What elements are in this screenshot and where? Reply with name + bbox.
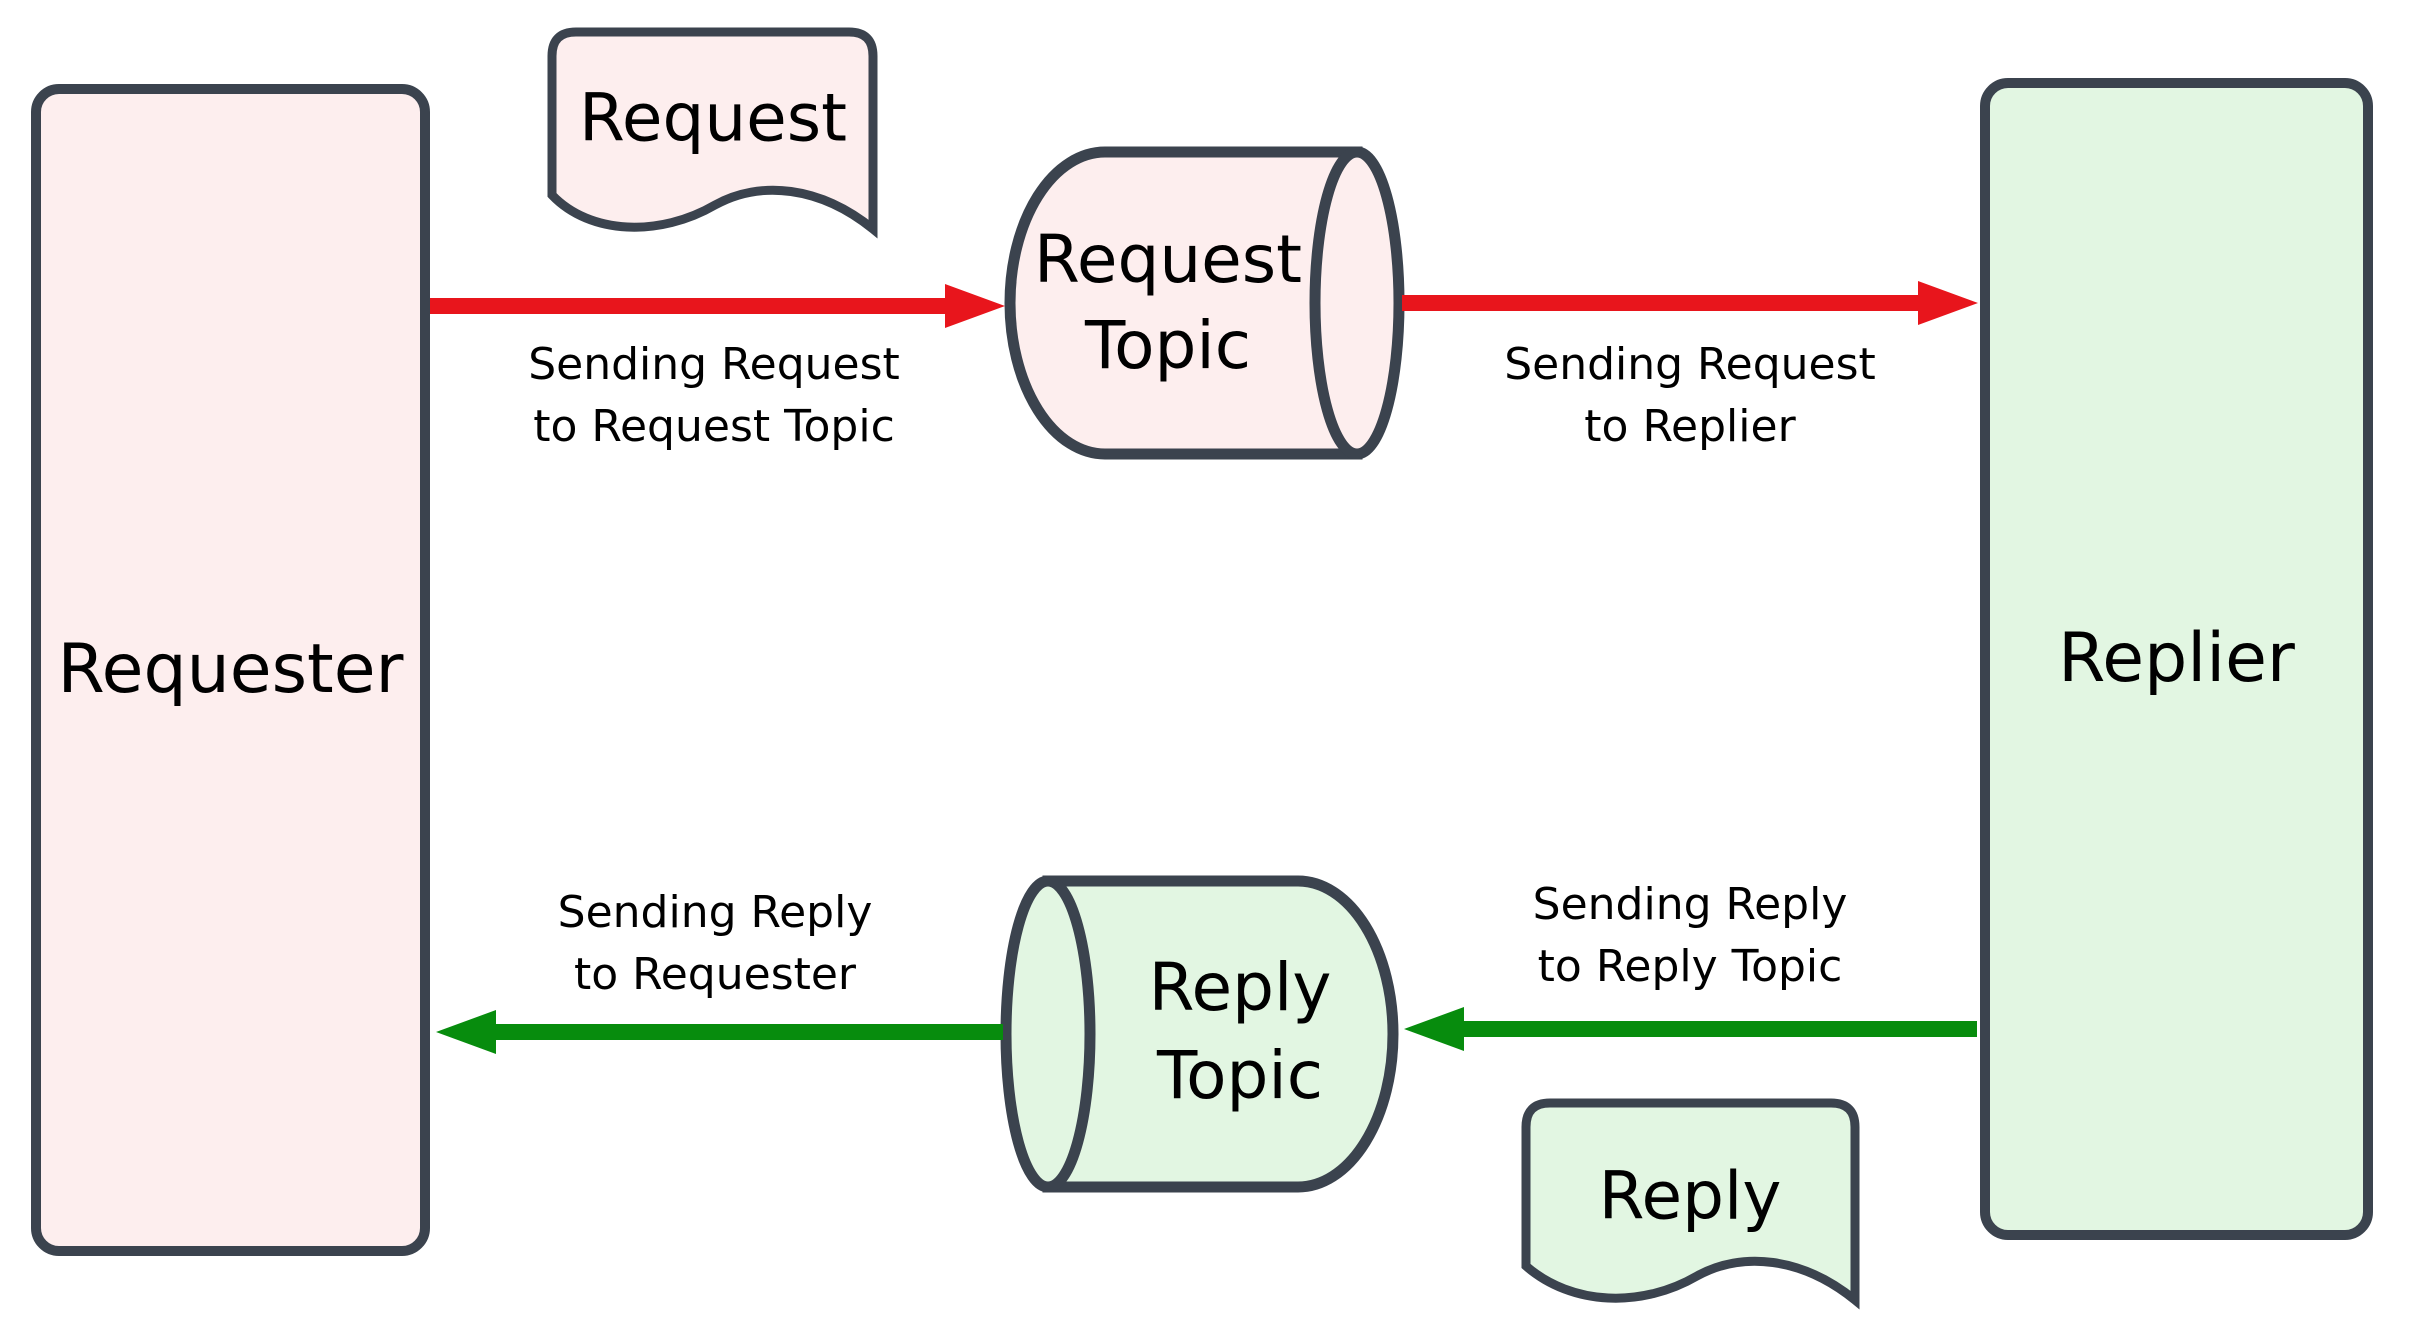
arrow-topic-to-requester [436,1010,1003,1054]
request-topic-ellipse [1309,146,1405,460]
request-document [547,27,878,239]
arrowhead-right-icon [1918,281,1978,325]
edge-label-sending-reply-to-requester: Sending Reply to Requester [558,882,873,1006]
reply-topic-label: Reply Topic [1149,944,1332,1120]
edge2-label-line2: to Replier [1584,401,1796,452]
request-document-label: Request [578,79,848,157]
arrowhead-left-icon [436,1010,496,1054]
reply-document-label: Reply [1598,1157,1782,1235]
edge3-label-line1: Sending Reply [1532,879,1848,930]
request-topic-cylinder [1004,146,1363,460]
edge1-label-line1: Sending Request [528,339,900,390]
request-topic-label-line2: Topic [1085,307,1251,384]
reply-topic-label-line1: Reply [1148,949,1332,1026]
requester-label: Requester [57,629,404,709]
request-topic-label: Request Topic [1034,217,1302,389]
request-topic-label-line1: Request [1033,221,1303,298]
edge-label-sending-request-to-request-topic: Sending Request to Request Topic [528,334,900,458]
arrow-request-to-topic [430,284,1005,328]
edge4-label-line2: to Requester [573,949,857,1000]
edge4-label-line1: Sending Reply [557,887,873,938]
reply-topic-cylinder [1042,875,1399,1193]
edge3-label-line2: to Reply Topic [1537,941,1843,992]
arrow-topic-to-replier [1402,281,1978,325]
arrowhead-right-icon [945,284,1005,328]
arrowhead-left-icon [1404,1007,1464,1051]
edge-label-sending-request-to-replier: Sending Request to Replier [1504,334,1876,458]
reply-topic-label-line2: Topic [1156,1037,1323,1114]
replier-label: Replier [2058,618,2295,698]
replier-node: Replier [1980,78,2373,1240]
arrow-reply-to-topic [1404,1007,1977,1051]
edge-label-sending-reply-to-reply-topic: Sending Reply to Reply Topic [1533,874,1848,998]
reply-topic-ellipse [1000,875,1096,1193]
requester-node: Requester [31,84,430,1256]
reply-document [1521,1098,1860,1310]
edge2-label-line1: Sending Request [1504,339,1876,390]
edge1-label-line2: to Request Topic [533,401,895,452]
